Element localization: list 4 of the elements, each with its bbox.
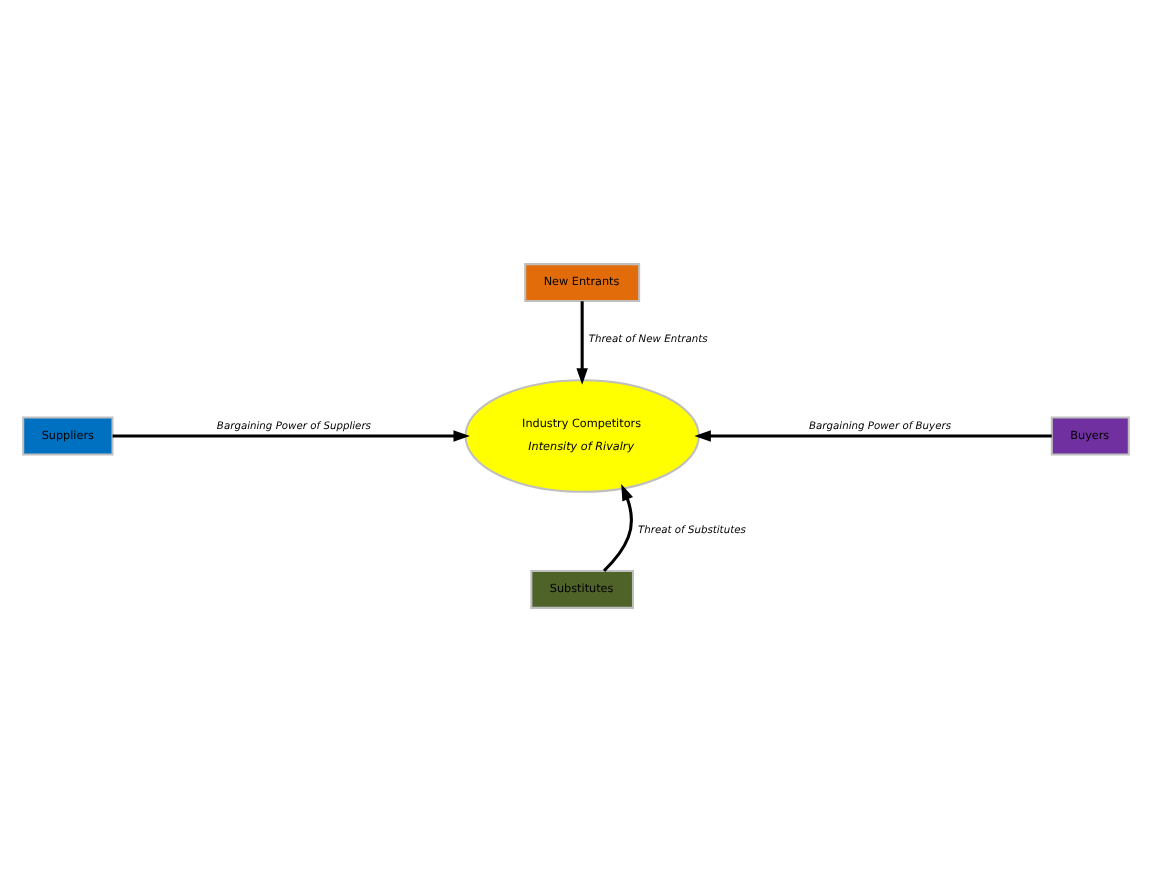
arrow: [576, 300, 588, 384]
arrow: [694, 429, 1052, 441]
arrow: [112, 429, 470, 441]
arrow: [602, 483, 633, 571]
